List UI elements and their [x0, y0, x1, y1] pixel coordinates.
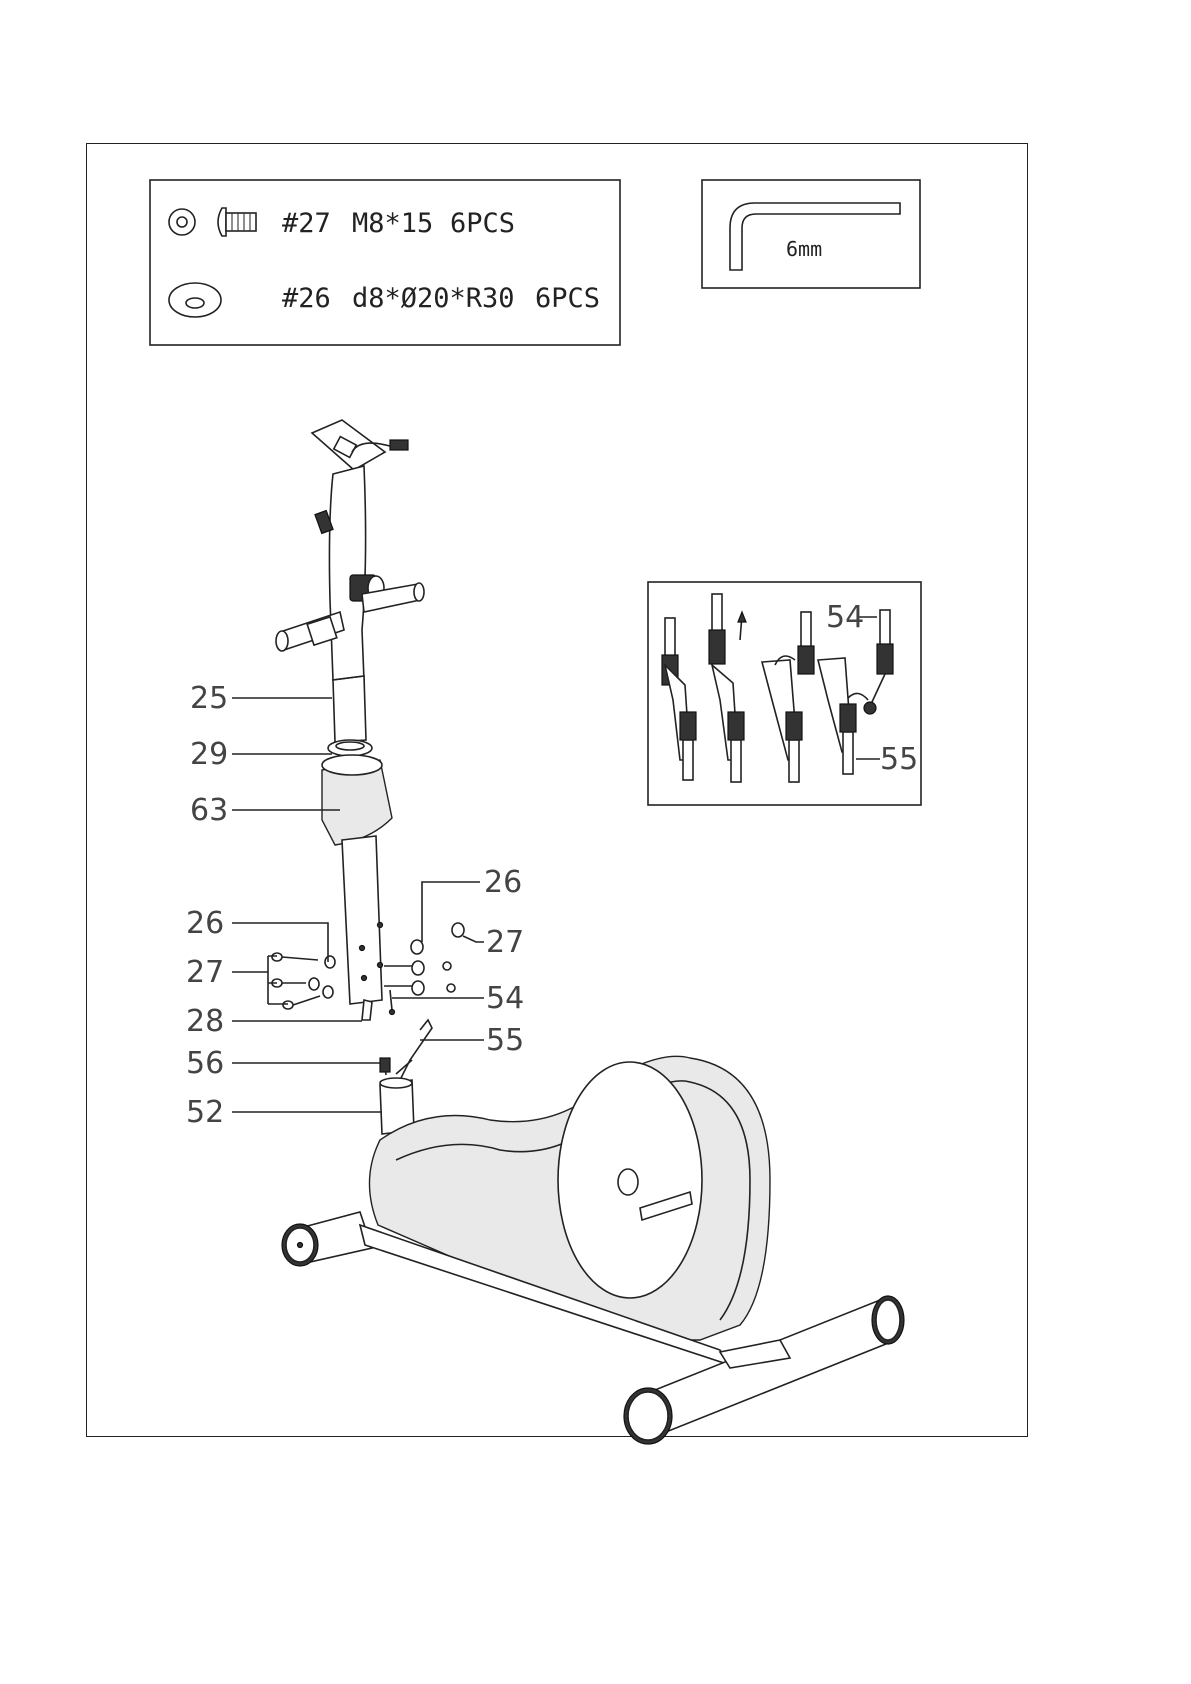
callout-27-right: 27 [486, 925, 524, 960]
callout-29: 29 [190, 737, 228, 772]
hardware-box: #27 M8*15 6PCS #26 d8*Ø20*R30 6PCS [150, 180, 620, 345]
callout-25: 25 [190, 681, 228, 716]
curved-washer-icon [169, 283, 221, 317]
detail-callout-54: 54 [826, 600, 864, 635]
callout-26-left: 26 [186, 906, 224, 941]
hardware-27-spec: M8*15 [352, 208, 433, 239]
bolt-icon [283, 996, 320, 1009]
tool-box: 6mm [702, 180, 920, 288]
callout-54: 54 [486, 981, 524, 1016]
cable-connection-detail: 54 55 [648, 582, 921, 805]
callout-55: 55 [486, 1023, 524, 1058]
upright-post [276, 420, 424, 1020]
callout-56: 56 [186, 1046, 224, 1081]
callout-52: 52 [186, 1095, 224, 1130]
hardware-26-spec: d8*Ø20*R30 [352, 283, 515, 314]
connector-stage-2 [709, 594, 746, 782]
bolt-icon [272, 953, 318, 961]
flat-washer-icon [169, 209, 195, 235]
cable-56 [380, 1058, 390, 1075]
bolt-icon [272, 979, 306, 987]
hardware-26-qty: 6PCS [535, 283, 600, 314]
detail-callout-55: 55 [880, 742, 918, 777]
callout-63: 63 [190, 793, 228, 828]
callout-26-right: 26 [484, 865, 522, 900]
callout-27-left: 27 [186, 955, 224, 990]
callout-28: 28 [186, 1004, 224, 1039]
hardware-27-qty: 6PCS [450, 208, 515, 239]
bolts-washers-left [272, 953, 335, 1009]
connector-stage-3 [762, 612, 814, 782]
hardware-27-part: #27 [282, 208, 331, 239]
hardware-26-part: #26 [282, 283, 331, 314]
connector-stage-1 [662, 618, 696, 780]
tool-size-label: 6mm [786, 237, 822, 261]
bolt-icon [218, 208, 256, 236]
base-frame [282, 1056, 904, 1444]
bolts-washers-right [384, 923, 464, 995]
cable-55 [396, 1020, 432, 1080]
